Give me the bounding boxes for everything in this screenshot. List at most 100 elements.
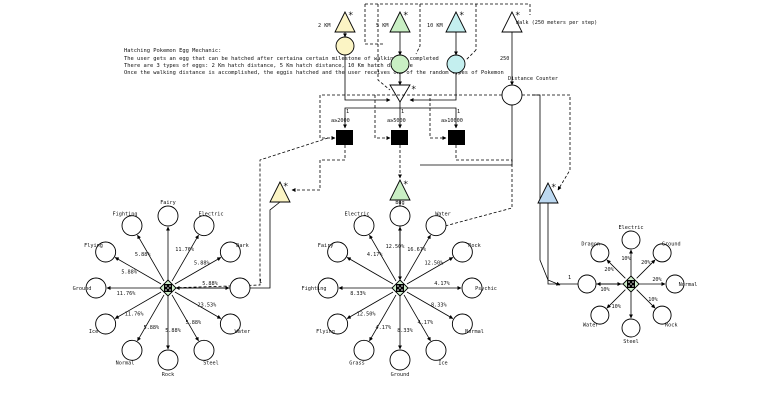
pokemon-type-node — [219, 313, 241, 335]
pokemon-type-label: Rock — [468, 243, 481, 249]
pokemon-type-node — [157, 349, 179, 371]
pokemon-type-node — [652, 243, 672, 263]
pokemon-type-label: Dragon — [581, 242, 600, 248]
wheel-right: Electric10%Ground20%Normal20%Rock10%Stee… — [577, 225, 698, 345]
hatch-gates: a≥2000 a≥5000 a≥10000 — [331, 118, 465, 145]
pokemon-type-node — [327, 241, 349, 263]
gate-5km — [391, 130, 408, 145]
egg-5km-label: 5 KM — [376, 23, 389, 29]
dice-pip — [628, 281, 630, 283]
pokemon-type-label: Dark — [236, 243, 249, 249]
pokemon-type-label: Flying — [316, 329, 335, 335]
probability-label: 5.88% — [121, 269, 137, 275]
pokemon-type-node — [85, 277, 107, 299]
pokemon-type-node — [229, 277, 251, 299]
pokemon-type-node — [95, 241, 117, 263]
gate-2km — [336, 130, 353, 145]
pokemon-type-label: Rock — [665, 322, 678, 328]
pokemon-type-label: Electric — [345, 212, 370, 218]
wheel-spoke — [171, 234, 199, 282]
gate-5km-label: a≥5000 — [387, 118, 406, 124]
pokemon-type-node — [590, 243, 610, 263]
probability-label: 5.88% — [194, 261, 210, 267]
flow-label-one: 1 — [568, 275, 571, 281]
dice-pip — [632, 281, 634, 283]
pokemon-type-label: Ground — [391, 372, 410, 378]
wheel-spoke — [636, 289, 656, 309]
egg-converter — [389, 84, 411, 103]
pokemon-type-label: Ground — [73, 286, 92, 292]
wheel-spoke — [406, 291, 454, 319]
wheel-spoke — [403, 234, 431, 282]
probability-label: 20% — [652, 277, 662, 283]
probability-label: 4.17% — [367, 252, 383, 258]
flow-label-one: 1 — [346, 109, 349, 115]
probability-label: 10% — [611, 304, 621, 310]
probability-label: 8.33% — [431, 303, 447, 309]
egg-2km-pool — [335, 36, 355, 56]
wheel-spoke — [114, 257, 162, 285]
wheel-spoke — [636, 259, 656, 279]
pokemon-type-node — [193, 339, 215, 361]
star-label: * — [459, 11, 464, 21]
pokemon-type-node — [652, 305, 672, 325]
egg-2km-label: 2 KM — [318, 23, 331, 29]
dice-pip — [165, 289, 167, 291]
gate-10km-label: a≥10000 — [441, 118, 463, 124]
pokemon-type-node — [219, 241, 241, 263]
gate-10km — [448, 130, 465, 145]
star-label: * — [411, 85, 416, 95]
wheel-spoke — [369, 294, 397, 342]
pokemon-type-node — [425, 339, 447, 361]
dice-pip — [632, 285, 634, 287]
wheel-left: FairyElectric11.76%Dark5.88%5.88%Water23… — [73, 200, 251, 378]
dice-pip — [399, 287, 401, 289]
egg-10km-pool — [446, 54, 466, 74]
dice-pip — [401, 285, 403, 287]
pokemon-type-label: Flying — [84, 243, 103, 249]
dice-pip — [397, 285, 399, 287]
pokemon-type-node — [157, 205, 179, 227]
probability-label: 5.88% — [186, 320, 202, 326]
pokemon-type-label: Fairy — [160, 200, 176, 206]
distance-counter-pool — [501, 84, 523, 106]
pokemon-type-node — [621, 230, 641, 250]
wheel-spoke — [606, 259, 626, 279]
pokemon-type-label: Ground — [662, 242, 681, 248]
wheel-spoke — [137, 294, 165, 342]
pokemon-type-node — [317, 277, 339, 299]
probability-label: 16.67% — [407, 247, 427, 253]
probability-label: 12.50% — [424, 261, 444, 267]
star-label: * — [348, 11, 353, 21]
dice-pip — [169, 285, 171, 287]
dice-pip — [397, 289, 399, 291]
flow-label-one: 1 — [401, 109, 404, 115]
star-label: * — [283, 182, 288, 192]
description-line-3: Once the walking distance is accomplishe… — [124, 70, 504, 76]
wheel-spoke — [174, 291, 222, 319]
pokemon-type-node — [327, 313, 349, 335]
dice-pip — [169, 289, 171, 291]
dice-pip — [165, 285, 167, 287]
probability-label: 12.50% — [386, 244, 406, 250]
pokemon-type-label: Fighting — [113, 212, 138, 218]
pokemon-type-node — [353, 339, 375, 361]
probability-label: 4.17% — [376, 325, 392, 331]
probability-label: 23.53% — [197, 303, 217, 309]
pokemon-type-node — [121, 339, 143, 361]
pokemon-type-label: Psychic — [475, 286, 497, 292]
probability-label: 10% — [648, 297, 658, 303]
pokemon-type-label: Fighting — [302, 286, 327, 292]
egg-5km-pool — [390, 54, 410, 74]
wheel-spoke — [406, 257, 454, 285]
pokemon-type-label: Electric — [199, 212, 224, 218]
pokemon-type-label: Rock — [162, 372, 175, 378]
pokemon-type-label: Bug — [395, 200, 404, 206]
pokemon-type-node — [461, 277, 483, 299]
pokemon-type-label: Water — [583, 322, 599, 328]
pokemon-type-node — [621, 318, 641, 338]
pokemon-type-label: Fairy — [318, 243, 334, 249]
top-connections: 1 1 1 — [319, 3, 571, 286]
pokemon-type-label: Normal — [679, 282, 698, 288]
probability-label: 12.50% — [357, 311, 377, 317]
